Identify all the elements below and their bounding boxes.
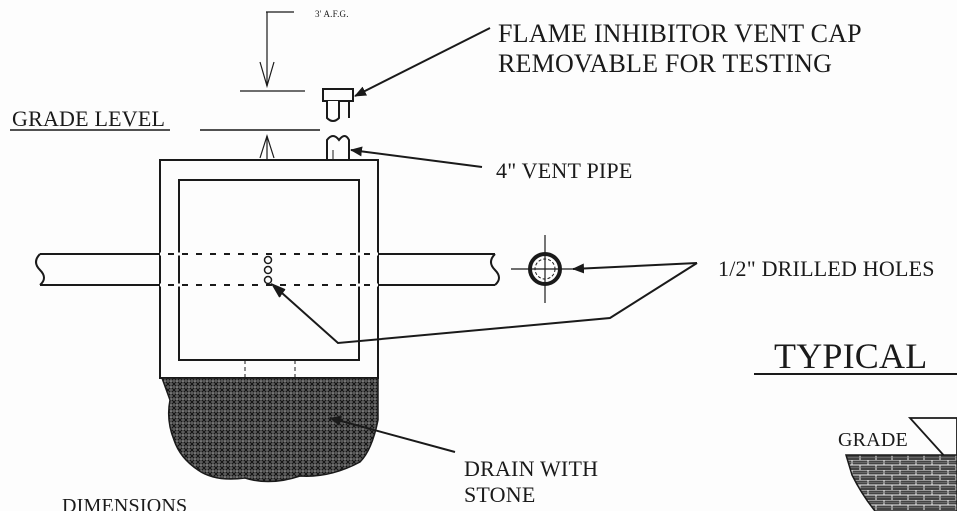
height-dimension-marker bbox=[240, 11, 305, 92]
vent-pipe-label: 4" VENT PIPE bbox=[496, 158, 632, 183]
typical-section-fragment bbox=[754, 373, 957, 511]
grade-label: GRADE bbox=[838, 429, 908, 451]
vent-cap bbox=[322, 88, 354, 122]
leader-lines bbox=[270, 27, 698, 453]
drilled-holes-label: 1/2" DRILLED HOLES bbox=[718, 256, 935, 281]
dimensions-label: DIMENSIONS bbox=[62, 495, 187, 511]
pipe-holes bbox=[263, 255, 273, 285]
height-note: 3' A.F.G. bbox=[315, 9, 349, 19]
center-lines bbox=[244, 360, 296, 380]
vent-cap-label-line1: FLAME INHIBITOR VENT CAP bbox=[498, 19, 862, 48]
typical-title: TYPICAL bbox=[774, 336, 927, 376]
pipe-cross-section bbox=[511, 235, 579, 303]
horizontal-pipe bbox=[35, 252, 500, 287]
grade-level-label: GRADE LEVEL bbox=[12, 106, 165, 131]
vent-cap-label-line2: REMOVABLE FOR TESTING bbox=[498, 49, 832, 78]
drain-label-line2: STONE bbox=[464, 482, 536, 507]
drain-label-line1: DRAIN WITH bbox=[464, 456, 598, 481]
drain-stone-area bbox=[160, 377, 379, 483]
